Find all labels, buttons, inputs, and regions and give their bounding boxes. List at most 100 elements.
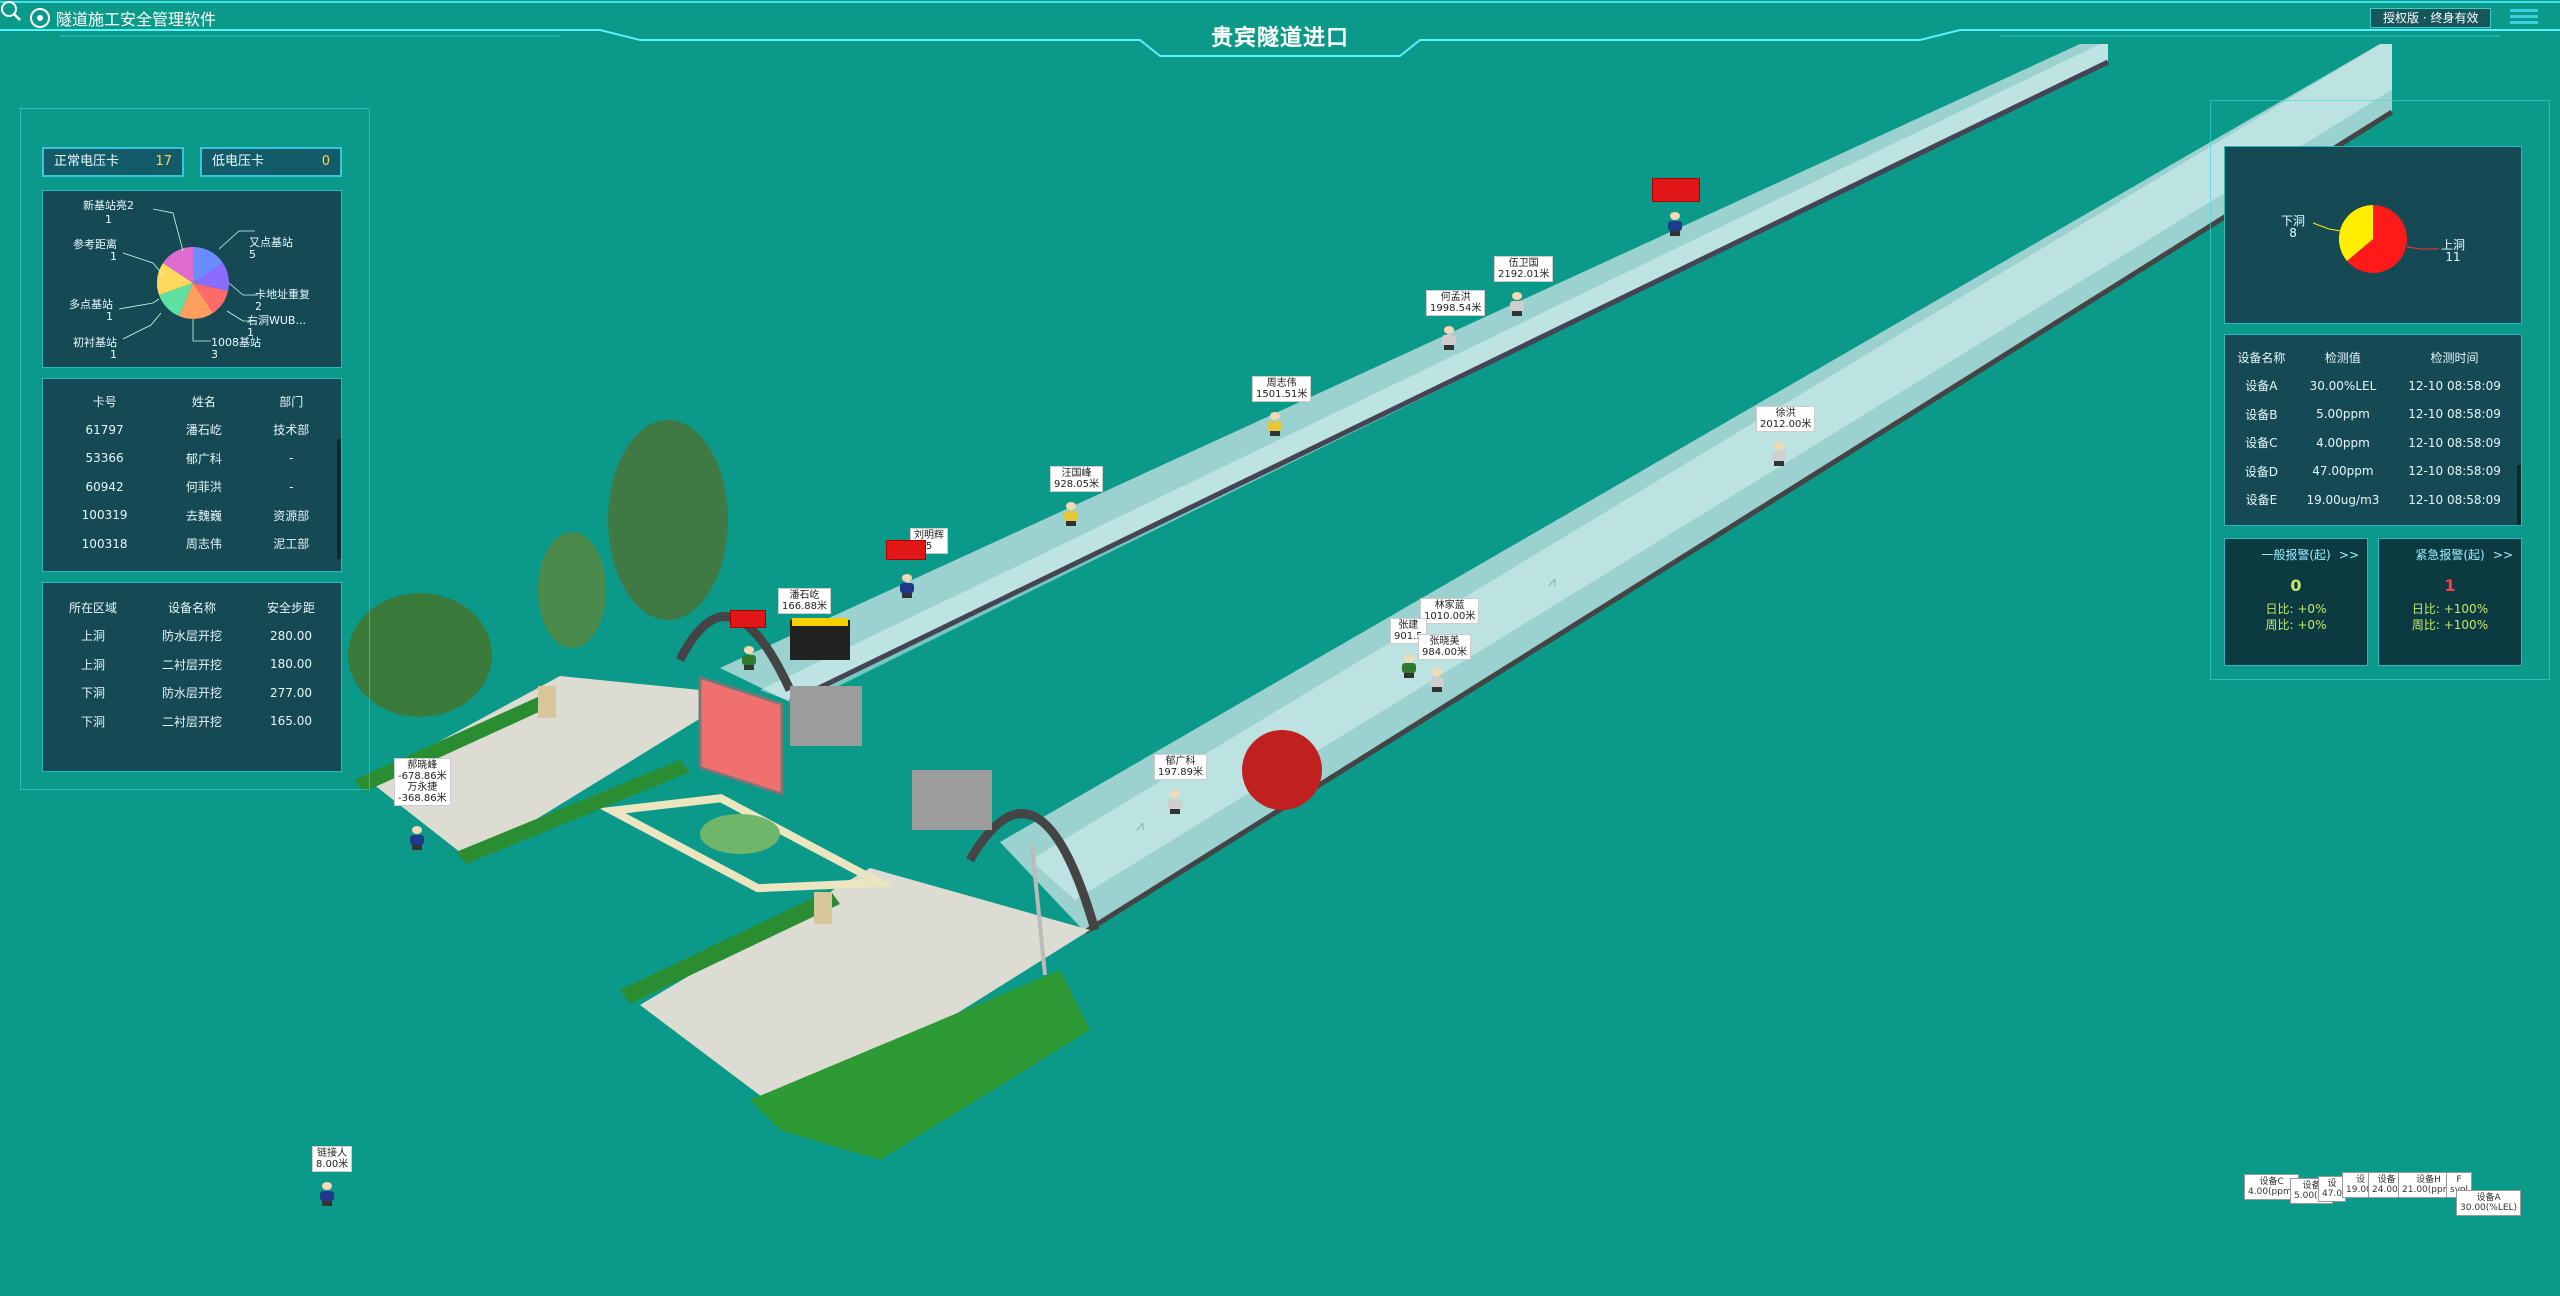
urgent-alarm-day: 日比: +100%	[2411, 602, 2489, 616]
alarm-worker-tag[interactable]	[886, 540, 926, 560]
col-name: 姓名	[191, 394, 216, 409]
worker-figure[interactable]	[1268, 412, 1282, 436]
antenna-icon: ⩘	[1548, 574, 1556, 590]
worker-figure[interactable]	[320, 1182, 334, 1206]
worker-figure[interactable]	[742, 646, 756, 670]
general-alarm-title: 一般报警(起)	[2261, 548, 2331, 562]
right-panel-frame	[2210, 100, 2550, 680]
worker-figure[interactable]	[1168, 790, 1182, 814]
worker-figure[interactable]	[1064, 502, 1078, 526]
col-step: 安全步距	[266, 600, 315, 615]
alarm-worker-tag[interactable]	[730, 610, 766, 628]
general-alarm-card[interactable]: 一般报警(起) >> 0 日比: +0% 周比: +0%	[2224, 538, 2368, 666]
col-area: 所在区域	[68, 600, 117, 615]
normal-voltage-value: 17	[155, 154, 172, 169]
urgent-alarm-more-link[interactable]: >>	[2492, 548, 2513, 562]
app-title: 隧道施工安全管理软件	[30, 6, 216, 30]
personnel-scrollbar[interactable]	[337, 439, 341, 559]
alarm-worker-tag[interactable]	[1652, 178, 1700, 202]
urgent-alarm-count: 1	[2444, 576, 2456, 595]
low-voltage-value: 0	[321, 154, 330, 169]
low-voltage-label: 低电压卡	[212, 154, 265, 169]
urgent-alarm-card[interactable]: 紧急报警(起)>> 1 日比: +100% 周比: +100%	[2378, 538, 2522, 666]
col-device-name: 设备名称	[2237, 350, 2286, 365]
worker-figure[interactable]	[1510, 292, 1524, 316]
device-scrollbar[interactable]	[2517, 465, 2521, 525]
col-device: 设备名称	[167, 600, 216, 615]
license-badge: 授权版 · 终身有效	[2370, 8, 2492, 28]
worker-figure[interactable]	[1402, 654, 1416, 678]
pie-label-5: 右洞WUB...1	[247, 314, 306, 339]
search-icon[interactable]	[0, 0, 22, 22]
worker-figure[interactable]	[1442, 326, 1456, 350]
tunnel-pie-chart	[2312, 204, 2439, 273]
worker-figure[interactable]	[410, 826, 424, 850]
general-alarm-day: 日比: +0%	[2265, 602, 2327, 616]
col-time: 检测时间	[2430, 350, 2479, 365]
worker-figure[interactable]	[1668, 212, 1682, 236]
worker-figure[interactable]	[1430, 668, 1444, 692]
shield-logo-icon	[30, 8, 50, 28]
worker-figure[interactable]	[900, 574, 914, 598]
col-card-no: 卡号	[92, 394, 117, 409]
worker-tag[interactable]: 郝晓峰-678.86米万永捷-368.86米	[394, 758, 451, 806]
antenna-icon: ⩘	[1136, 818, 1144, 834]
low-voltage-card[interactable]: 低电压卡 0	[200, 147, 342, 177]
general-alarm-more-link[interactable]: >>	[2338, 548, 2359, 562]
urgent-alarm-week: 周比: +100%	[2411, 618, 2489, 632]
base-station-pie-chart	[118, 208, 258, 342]
menu-icon[interactable]	[2510, 6, 2538, 28]
normal-voltage-label: 正常电压卡	[54, 154, 120, 169]
app-title-text: 隧道施工安全管理软件	[56, 10, 217, 29]
worker-figure[interactable]	[1772, 442, 1786, 466]
col-value: 检测值	[2324, 350, 2361, 365]
general-alarm-week: 周比: +0%	[2265, 618, 2327, 632]
general-alarm-count: 0	[2290, 576, 2302, 595]
normal-voltage-card[interactable]: 正常电压卡 17	[42, 147, 184, 177]
